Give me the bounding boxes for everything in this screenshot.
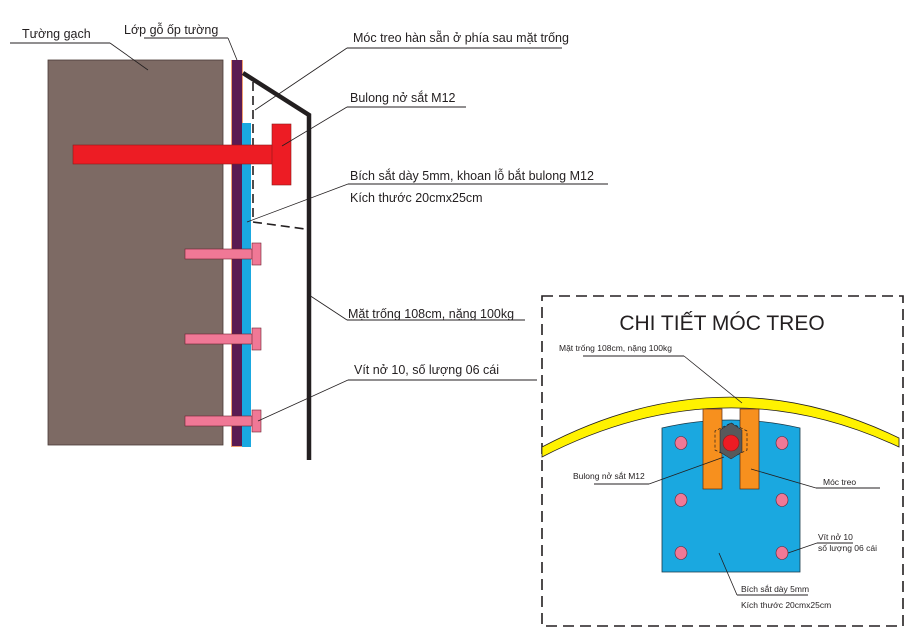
detail-plate-label-line2: Kích thước 20cmx25cm bbox=[741, 600, 831, 610]
wall-label: Tường gạch bbox=[22, 27, 91, 41]
screw-hole bbox=[775, 493, 789, 507]
screw-holes bbox=[674, 436, 789, 560]
anchor-bolt-head bbox=[271, 123, 292, 186]
plate-label-line2: Kích thước 20cmx25cm bbox=[350, 191, 483, 205]
detail-label-anchor-bolt: Bulong nở sắt M12 bbox=[573, 456, 725, 485]
hook-dashed-outline bbox=[252, 82, 306, 230]
hook-label: Móc treo hàn sẵn ở phía sau mặt trống bbox=[353, 30, 569, 45]
nut-dashed-outline bbox=[714, 422, 748, 459]
drum-rim bbox=[541, 396, 900, 458]
screw-hole bbox=[674, 493, 688, 507]
label-wall: Tường gạch bbox=[10, 27, 149, 71]
detail-plate-label-line1: Bích sắt dày 5mm bbox=[741, 584, 809, 594]
label-hook: Móc treo hàn sẵn ở phía sau mặt trống bbox=[254, 30, 569, 111]
screw-hole bbox=[674, 546, 688, 560]
label-screws: Vít nở 10, số lượng 06 cái bbox=[257, 363, 537, 422]
detail-label-screws: Vít nở 10 số lượng 06 cái bbox=[787, 532, 877, 554]
label-wood-layer: Lớp gỗ ốp tường bbox=[124, 22, 238, 61]
label-anchor-bolt: Bulong nở sắt M12 bbox=[281, 90, 466, 147]
screw-hole bbox=[674, 436, 688, 450]
label-plate: Bích sắt dày 5mm, khoan lỗ bắt bulong M1… bbox=[246, 168, 608, 223]
detail-label-hook: Móc treo bbox=[750, 468, 880, 489]
detail-view: CHI TIẾT MÓC TREO Mặt trống 108cm, nặng … bbox=[541, 295, 904, 627]
screw-hole bbox=[775, 546, 789, 560]
hook-bar-right bbox=[739, 408, 760, 490]
screws-label: Vít nở 10, số lượng 06 cái bbox=[354, 363, 499, 377]
side-view: Tường gạch Lớp gỗ ốp tường Móc treo hàn … bbox=[10, 22, 608, 460]
steel-plate bbox=[242, 123, 251, 447]
wood-layer-label: Lớp gỗ ốp tường bbox=[124, 22, 218, 37]
anchor-bolt-label: Bulong nở sắt M12 bbox=[350, 90, 456, 105]
detail-frame bbox=[541, 295, 904, 627]
drum-label: Mặt trống 108cm, nặng 100kg bbox=[348, 307, 514, 321]
screw bbox=[184, 242, 262, 266]
detail-label-drum: Mặt trống 108cm, nặng 100kg bbox=[559, 343, 743, 404]
detail-hook-label: Móc treo bbox=[823, 477, 856, 487]
detail-label-plate: Bích sắt dày 5mm Kích thước 20cmx25cm bbox=[718, 552, 831, 610]
plate-label-line1: Bích sắt dày 5mm, khoan lỗ bắt bulong M1… bbox=[350, 168, 594, 183]
detail-screws-label-line1: Vít nở 10 bbox=[818, 532, 853, 542]
hook-bar-left bbox=[702, 408, 723, 490]
screw bbox=[184, 409, 262, 433]
detail-title: CHI TIẾT MÓC TREO bbox=[619, 312, 824, 335]
detail-drum-label: Mặt trống 108cm, nặng 100kg bbox=[559, 343, 672, 353]
label-drum: Mặt trống 108cm, nặng 100kg bbox=[308, 294, 525, 321]
anchor-bolt-head-detail bbox=[722, 434, 740, 452]
detail-anchor-bolt-label: Bulong nở sắt M12 bbox=[573, 471, 645, 481]
screw bbox=[184, 327, 262, 351]
detail-screws-label-line2: số lượng 06 cái bbox=[818, 543, 877, 553]
anchor-bolt-shaft bbox=[72, 144, 274, 165]
drum-face-line bbox=[241, 71, 312, 460]
screw-hole bbox=[775, 436, 789, 450]
